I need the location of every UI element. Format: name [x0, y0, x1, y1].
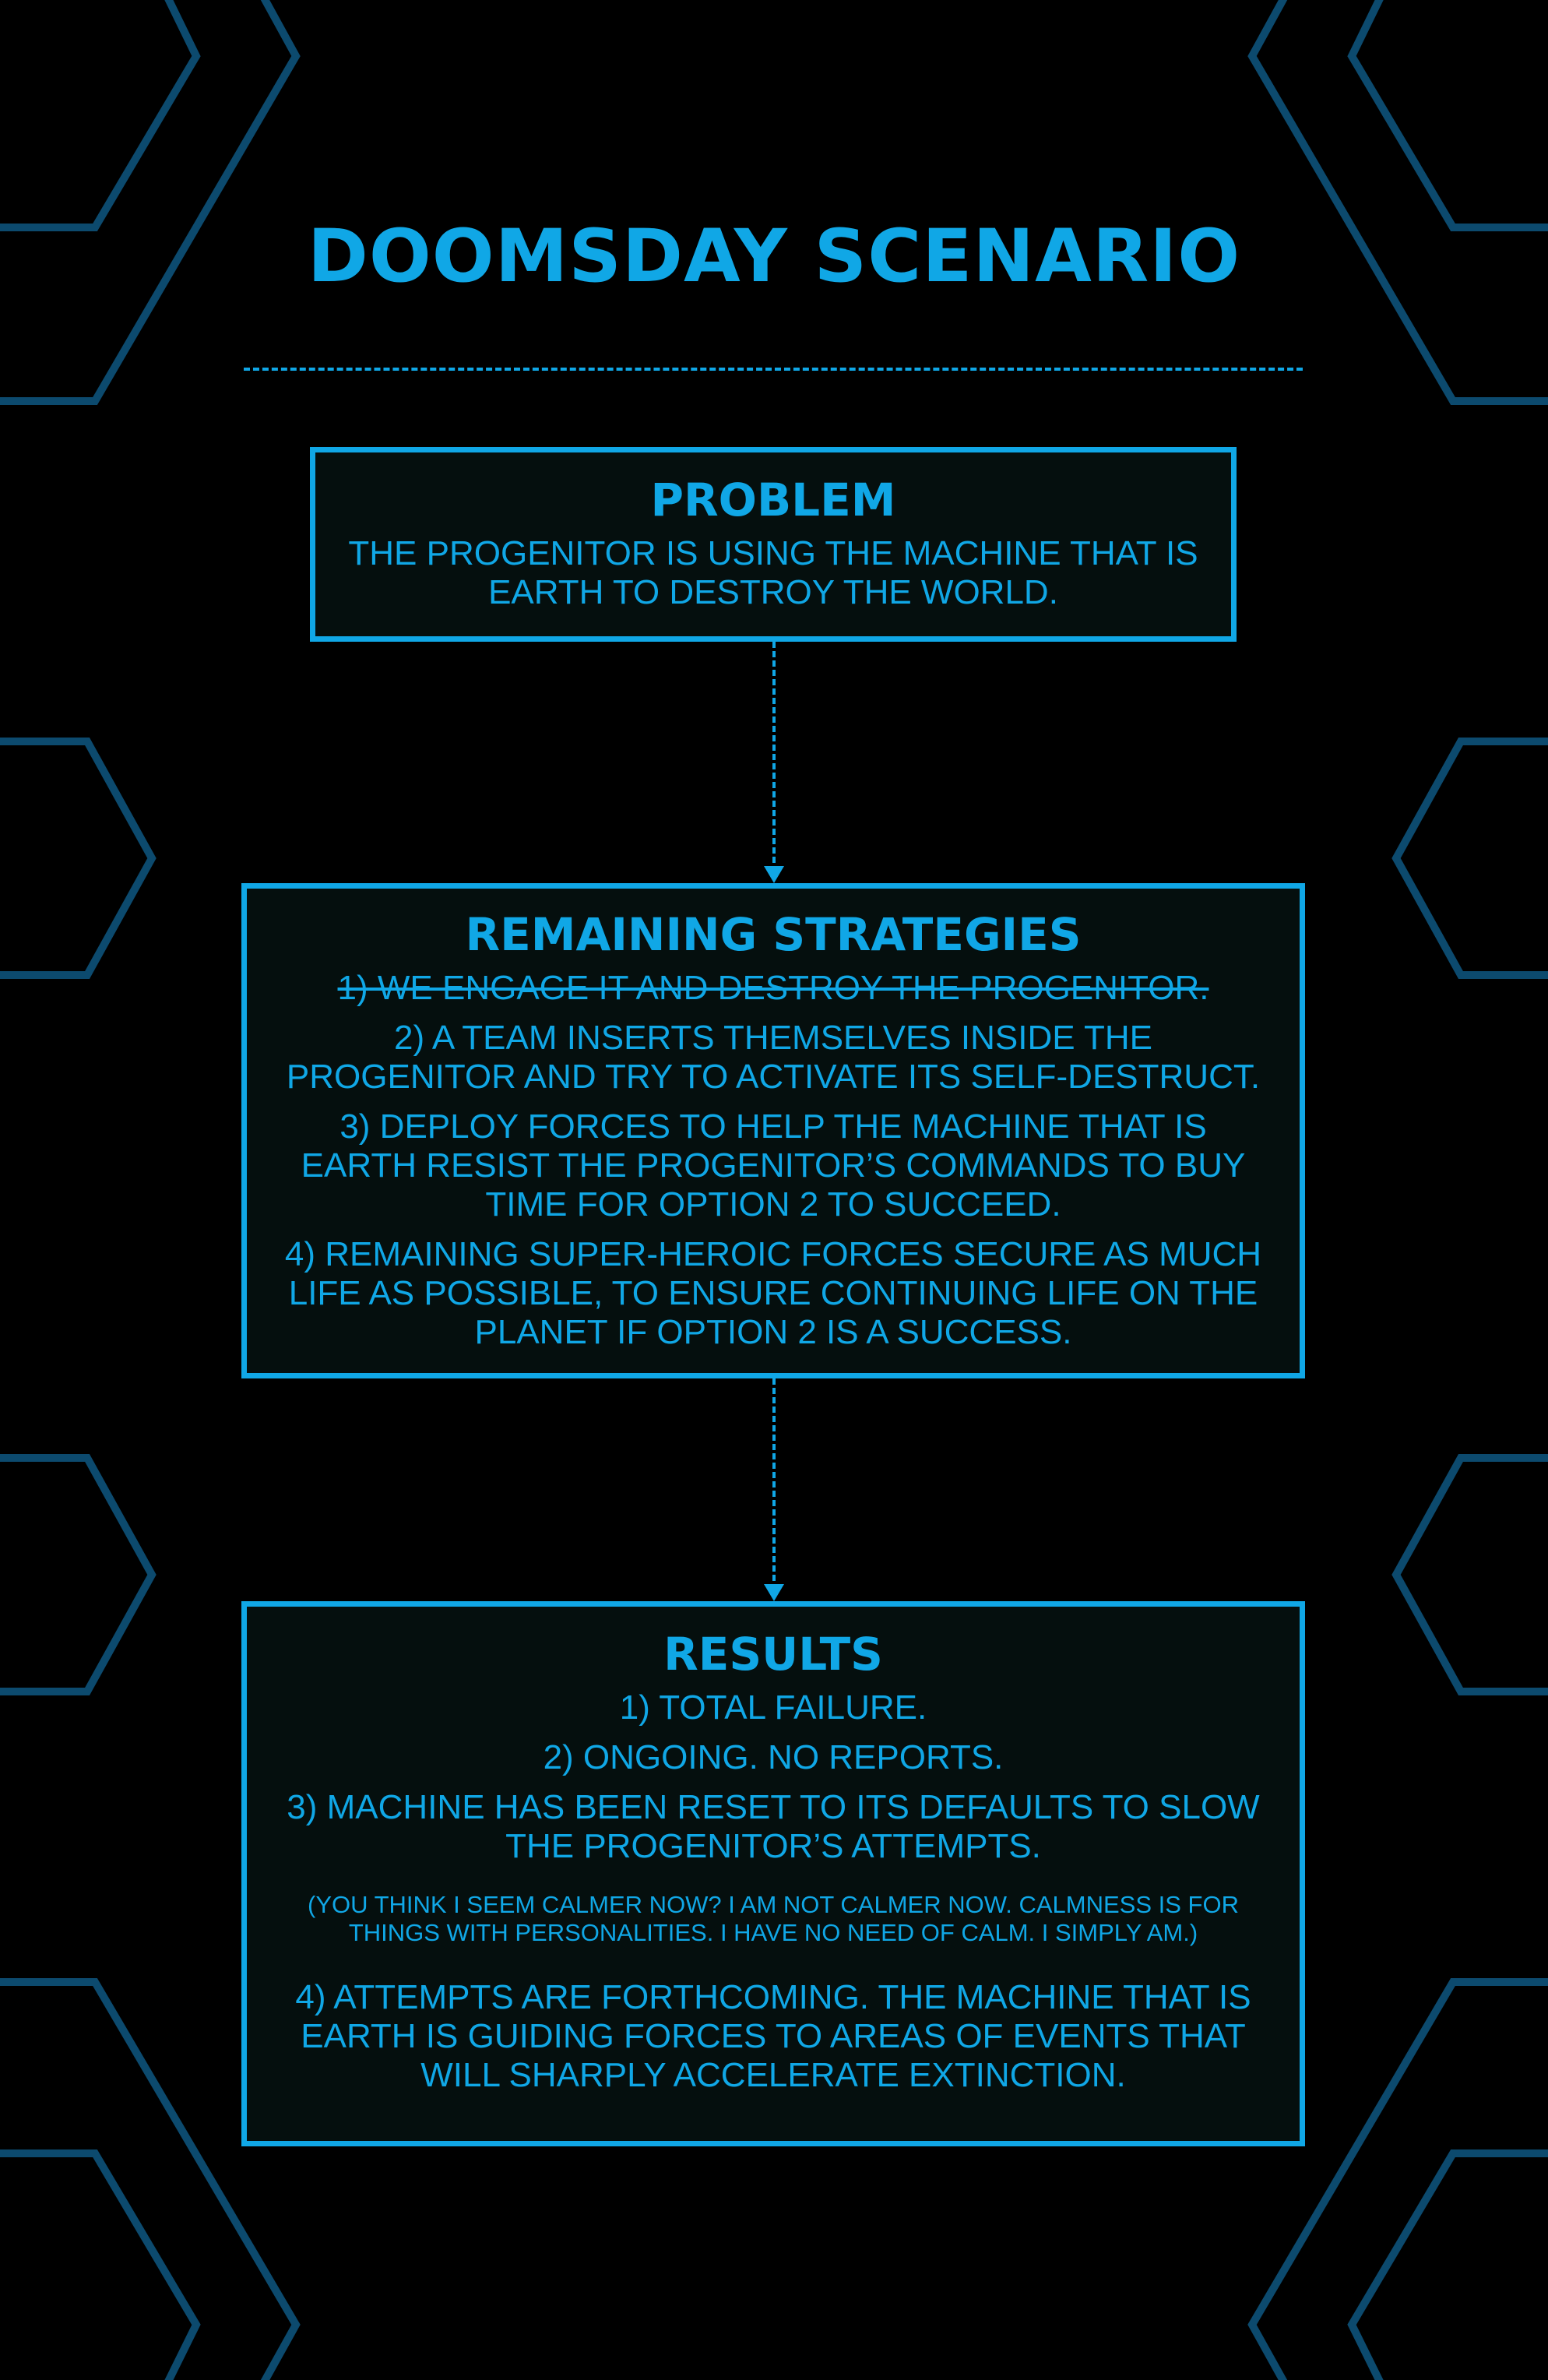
connector-strategies-to-results [772, 1378, 776, 1590]
strategies-box: REMAINING STRATEGIES 1) WE ENGAGE IT AND… [241, 883, 1305, 1378]
decor-line [0, 2149, 201, 2380]
result-item-2: 2) ONGOING. NO REPORTS. [543, 1737, 1004, 1776]
decor-line [0, 0, 201, 231]
problem-heading: PROBLEM [650, 474, 896, 526]
decor-line [0, 1454, 157, 1695]
decor-line [1247, 0, 1548, 405]
problem-text: THE PROGENITOR IS USING THE MACHINE THAT… [348, 533, 1198, 611]
problem-box: PROBLEM THE PROGENITOR IS USING THE MACH… [310, 447, 1237, 642]
strategy-item-2: 2) A TEAM INSERTS THEMSELVES INSIDE THE … [286, 1018, 1261, 1096]
results-aside: (YOU THINK I SEEM CALMER NOW? I AM NOT C… [308, 1890, 1239, 1946]
title-divider [244, 368, 1303, 371]
decor-line [0, 738, 157, 979]
strategies-heading: REMAINING STRATEGIES [465, 908, 1082, 961]
page-title: DOOMSDAY SCENARIO [307, 214, 1241, 299]
decor-line [0, 1978, 301, 2380]
connector-problem-to-strategies [772, 642, 776, 872]
decor-line [1391, 1454, 1548, 1695]
arrowhead [764, 866, 784, 883]
decor-line [1347, 2149, 1548, 2380]
results-box: RESULTS 1) TOTAL FAILURE. 2) ONGOING. NO… [241, 1601, 1305, 2146]
decor-line [1247, 1978, 1548, 2380]
strategy-item-3: 3) DEPLOY FORCES TO HELP THE MACHINE THA… [301, 1107, 1246, 1223]
results-heading: RESULTS [663, 1628, 883, 1681]
strategy-item-4: 4) REMAINING SUPER-HEROIC FORCES SECURE … [284, 1234, 1262, 1351]
result-item-1: 1) TOTAL FAILURE. [619, 1688, 927, 1727]
decor-line [1391, 738, 1548, 979]
decor-line [1347, 0, 1548, 231]
result-item-4: 4) ATTEMPTS ARE FORTHCOMING. THE MACHINE… [295, 1977, 1251, 2094]
result-item-3: 3) MACHINE HAS BEEN RESET TO ITS DEFAULT… [287, 1787, 1260, 1865]
strategy-item-1-struck: 1) WE ENGAGE IT AND DESTROY THE PROGENIT… [337, 968, 1209, 1007]
arrowhead [764, 1584, 784, 1601]
decor-line [0, 0, 301, 405]
